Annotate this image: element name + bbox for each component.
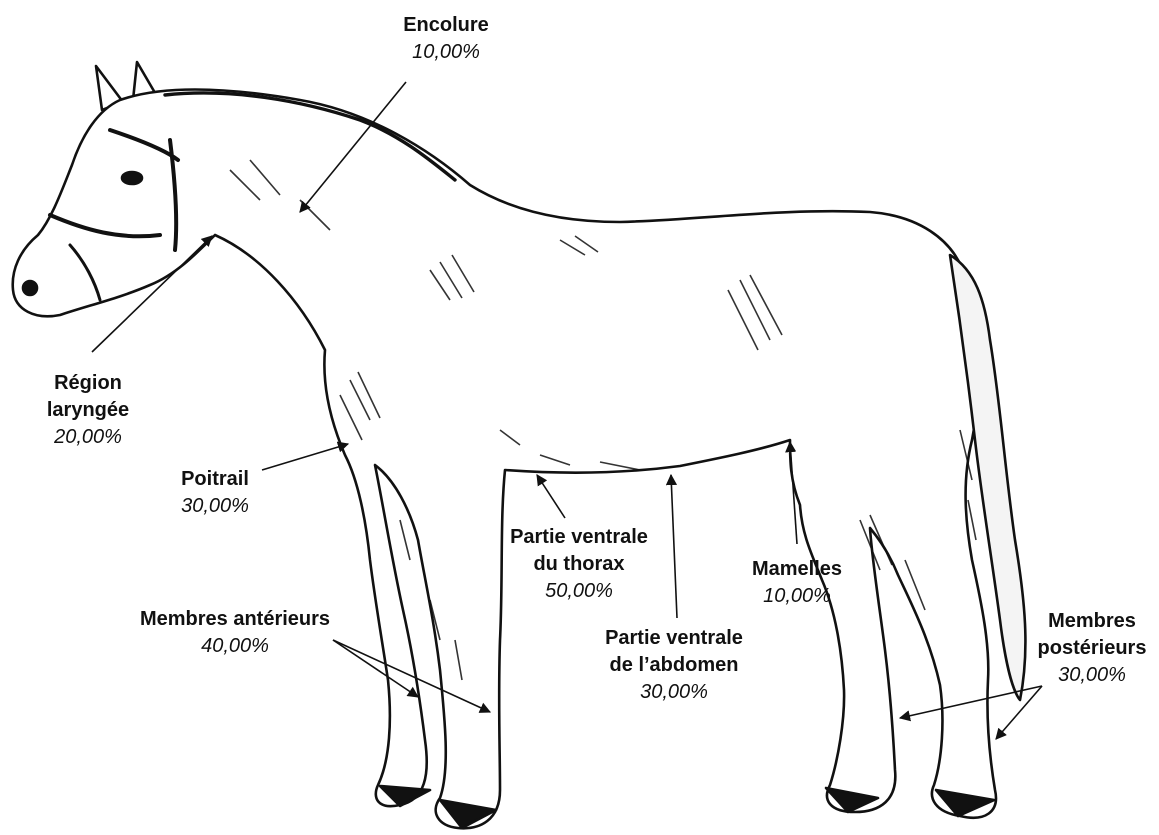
label-membres-anterieurs: Membres antérieurs 40,00% <box>120 606 350 660</box>
label-partie-ventrale-thorax-pct: 50,00% <box>492 578 666 605</box>
label-partie-ventrale-thorax-name-1: Partie ventrale <box>492 524 666 551</box>
label-partie-ventrale-abdomen-name-2: de l’abdomen <box>587 652 761 679</box>
label-mamelles: Mamelles 10,00% <box>732 556 862 610</box>
label-poitrail-pct: 30,00% <box>145 493 285 520</box>
label-membres-anterieurs-pct: 40,00% <box>120 633 350 660</box>
label-encolure-pct: 10,00% <box>376 39 516 66</box>
label-region-laryngee-pct: 20,00% <box>18 424 158 451</box>
partie-ventrale-thorax-pointer <box>537 475 565 518</box>
label-poitrail: Poitrail 30,00% <box>145 466 285 520</box>
label-region-laryngee: Région laryngée 20,00% <box>18 370 158 451</box>
mamelles-pointer <box>790 442 797 544</box>
label-encolure: Encolure 10,00% <box>376 12 516 66</box>
membres-anterieurs-pointer-b <box>333 640 490 712</box>
label-region-laryngee-name-2: laryngée <box>18 397 158 424</box>
partie-ventrale-abdomen-pointer <box>671 475 677 618</box>
region-laryngee-pointer <box>92 236 212 352</box>
label-membres-posterieurs: Membres postérieurs 30,00% <box>1030 608 1154 689</box>
label-partie-ventrale-abdomen-name-1: Partie ventrale <box>587 625 761 652</box>
label-membres-posterieurs-name-2: postérieurs <box>1030 635 1154 662</box>
label-partie-ventrale-abdomen: Partie ventrale de l’abdomen 30,00% <box>587 625 761 706</box>
label-encolure-name: Encolure <box>376 12 516 39</box>
label-mamelles-name: Mamelles <box>732 556 862 583</box>
label-mamelles-pct: 10,00% <box>732 583 862 610</box>
label-partie-ventrale-abdomen-pct: 30,00% <box>587 679 761 706</box>
membres-posterieurs-pointer-b <box>996 686 1042 739</box>
membres-posterieurs-pointer-a <box>900 686 1042 718</box>
label-partie-ventrale-thorax-name-2: du thorax <box>492 551 666 578</box>
label-poitrail-name: Poitrail <box>145 466 285 493</box>
label-region-laryngee-name-1: Région <box>18 370 158 397</box>
label-partie-ventrale-thorax: Partie ventrale du thorax 50,00% <box>492 524 666 605</box>
encolure-pointer <box>300 82 406 212</box>
label-membres-anterieurs-name: Membres antérieurs <box>120 606 350 633</box>
label-membres-posterieurs-name-1: Membres <box>1030 608 1154 635</box>
label-membres-posterieurs-pct: 30,00% <box>1030 662 1154 689</box>
